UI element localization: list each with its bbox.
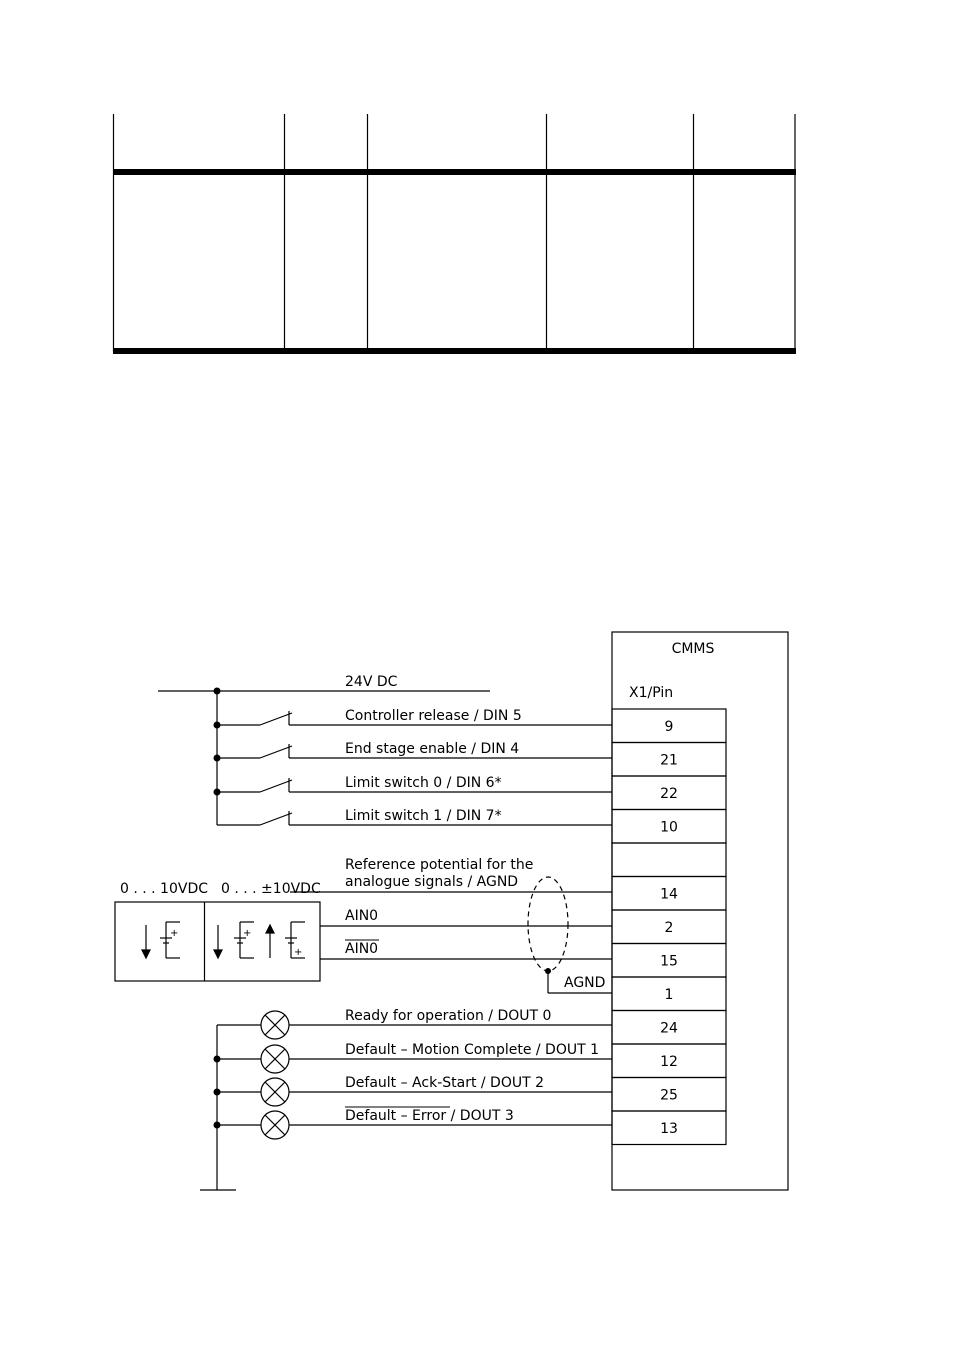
pin-number: 24 — [660, 1021, 678, 1037]
ain0-inv-label: AIN0 — [345, 941, 378, 957]
lamp-dout2 — [217, 1077, 612, 1107]
analog-section: Reference potential for the analogue sig… — [114, 857, 612, 994]
pin-number: 9 — [665, 719, 674, 735]
ref-label-line1: Reference potential for the — [345, 857, 533, 873]
source-symbols: + + + — [141, 921, 305, 960]
pin-number: 15 — [660, 954, 678, 970]
junction-dot — [213, 1088, 221, 1096]
pin-cells: 9 21 22 10 14 2 15 1 24 12 25 13 — [611, 708, 727, 1146]
digital-inputs — [158, 687, 612, 826]
input-label: End stage enable / DIN 4 — [345, 741, 519, 757]
output-label: Default – Ack-Start / DOUT 2 — [345, 1075, 544, 1091]
switch-din5 — [217, 711, 612, 726]
junction-dot — [213, 1121, 221, 1129]
plus-sign: + — [170, 928, 178, 939]
pin-number: 10 — [660, 820, 678, 836]
agnd-label: AGND — [564, 975, 605, 991]
shield-ellipse — [527, 876, 569, 972]
shield-dot — [545, 968, 551, 974]
input-label: Controller release / DIN 5 — [345, 708, 522, 724]
pin-number: 25 — [660, 1088, 678, 1104]
pin-cell — [611, 1110, 727, 1146]
pin-number: 13 — [660, 1121, 678, 1137]
lamp-dout1 — [217, 1044, 612, 1074]
ref-label-line2: analogue signals / AGND — [345, 874, 518, 890]
signal-source-box — [114, 901, 321, 982]
switch-din6 — [217, 778, 612, 793]
range-label-unipolar: 0 . . . 10VDC — [120, 881, 208, 897]
pin-cell — [611, 842, 727, 878]
plus-sign: + — [243, 928, 251, 939]
pin-number: 1 — [665, 987, 674, 1003]
pin-number: 21 — [660, 753, 678, 769]
arrow-down-head — [213, 949, 223, 960]
digital-outputs — [200, 1010, 612, 1191]
pin-number: 22 — [660, 786, 678, 802]
pin-number: 12 — [660, 1054, 678, 1070]
range-label-bipolar: 0 . . . ±10VDC — [221, 881, 321, 897]
switch-din7 — [217, 811, 612, 826]
arrow-down-head — [141, 949, 151, 960]
cmms-pin-header: X1/Pin — [629, 685, 673, 701]
lamp-dout0 — [217, 1010, 612, 1040]
arrow-up-head — [265, 923, 275, 934]
ain0-label: AIN0 — [345, 908, 378, 924]
input-label: Limit switch 0 / DIN 6* — [345, 775, 502, 791]
output-label: Default – Error / DOUT 3 — [345, 1108, 514, 1124]
supply-label: 24V DC — [345, 674, 398, 690]
cmms-block: CMMS X1/Pin 9 21 22 10 14 2 15 1 — [611, 631, 789, 1191]
top-table — [112, 114, 796, 354]
output-label: Ready for operation / DOUT 0 — [345, 1008, 551, 1024]
lamp-dout3 — [217, 1110, 612, 1140]
switch-din4 — [217, 744, 612, 759]
plus-sign: + — [294, 947, 302, 958]
junction-dot — [213, 1055, 221, 1063]
pin-number: 14 — [660, 887, 678, 903]
input-label: Limit switch 1 / DIN 7* — [345, 808, 502, 824]
cmms-outline — [611, 631, 789, 1191]
output-label: Default – Motion Complete / DOUT 1 — [345, 1042, 599, 1058]
junction-dot — [213, 687, 221, 695]
pin-number: 2 — [665, 920, 674, 936]
cmms-title: CMMS — [672, 641, 715, 657]
